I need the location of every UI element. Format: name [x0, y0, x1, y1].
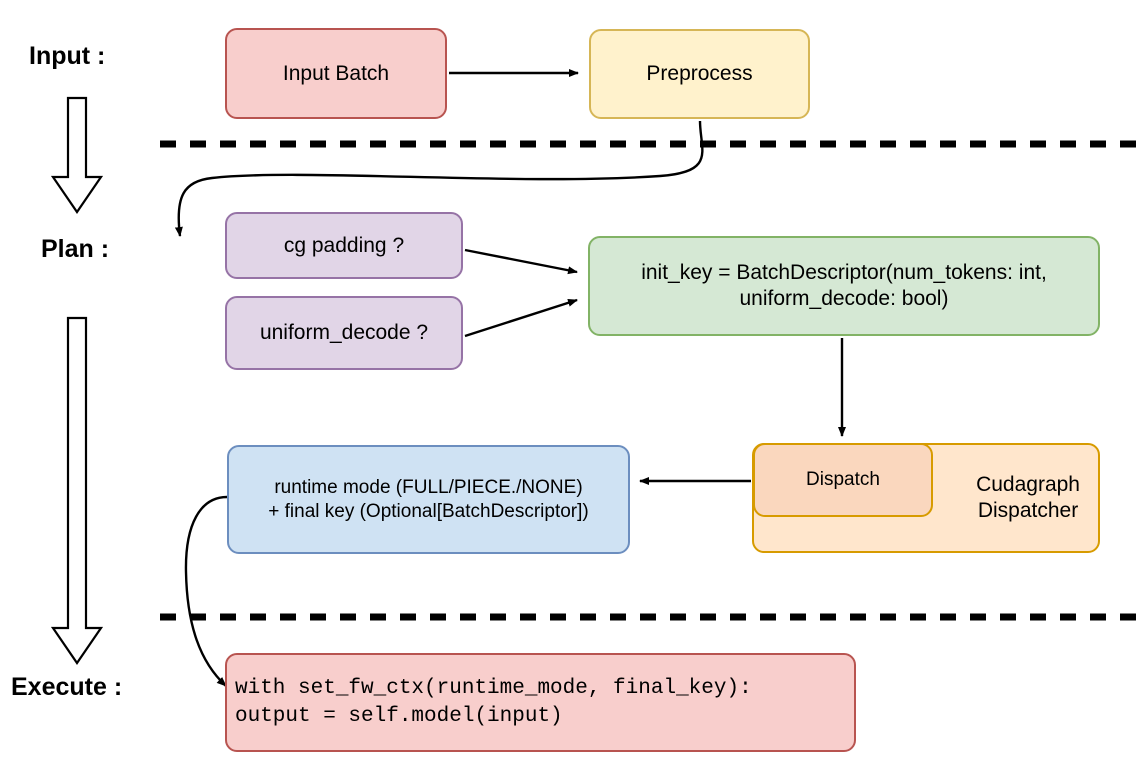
node-dispatch-label: Dispatch: [806, 469, 880, 491]
stage-label-execute: Execute :: [11, 673, 123, 701]
stage-label-input: Input :: [29, 42, 106, 70]
node-cg-padding-label: cg padding ?: [283, 233, 405, 257]
node-code-block[interactable]: with set_fw_ctx(runtime_mode, final_key)…: [225, 653, 856, 752]
node-dispatch[interactable]: Dispatch: [753, 443, 933, 517]
node-runtime-mode-label: runtime mode (FULL/PIECE./NONE) + final …: [268, 477, 589, 522]
node-runtime-mode[interactable]: runtime mode (FULL/PIECE./NONE) + final …: [227, 445, 630, 554]
edge-cg-padding-to-init-key: [464, 248, 578, 275]
node-uniform-decode-label: uniform_decode ?: [259, 321, 429, 345]
plan-to-execute-arrow: [50, 316, 104, 665]
node-preprocess-label: Preprocess: [646, 62, 753, 86]
node-input-batch[interactable]: Input Batch: [225, 28, 447, 119]
node-cg-padding[interactable]: cg padding ?: [225, 212, 463, 279]
node-init-key-label: init_key = BatchDescriptor(num_tokens: i…: [641, 261, 1047, 310]
edge-uniform-decode-to-init-key: [464, 298, 578, 338]
node-input-batch-label: Input Batch: [282, 61, 390, 85]
node-cudagraph-dispatcher-label: Cudagraph Dispatcher: [976, 473, 1080, 522]
input-to-plan-arrow: [50, 96, 104, 214]
edge-runtime-mode-to-code: [184, 495, 228, 687]
node-uniform-decode[interactable]: uniform_decode ?: [225, 296, 463, 370]
stage-label-plan: Plan :: [41, 235, 110, 263]
node-code-block-label: with set_fw_ctx(runtime_mode, final_key)…: [235, 677, 752, 728]
node-init-key[interactable]: init_key = BatchDescriptor(num_tokens: i…: [588, 236, 1100, 336]
node-preprocess[interactable]: Preprocess: [589, 29, 810, 119]
